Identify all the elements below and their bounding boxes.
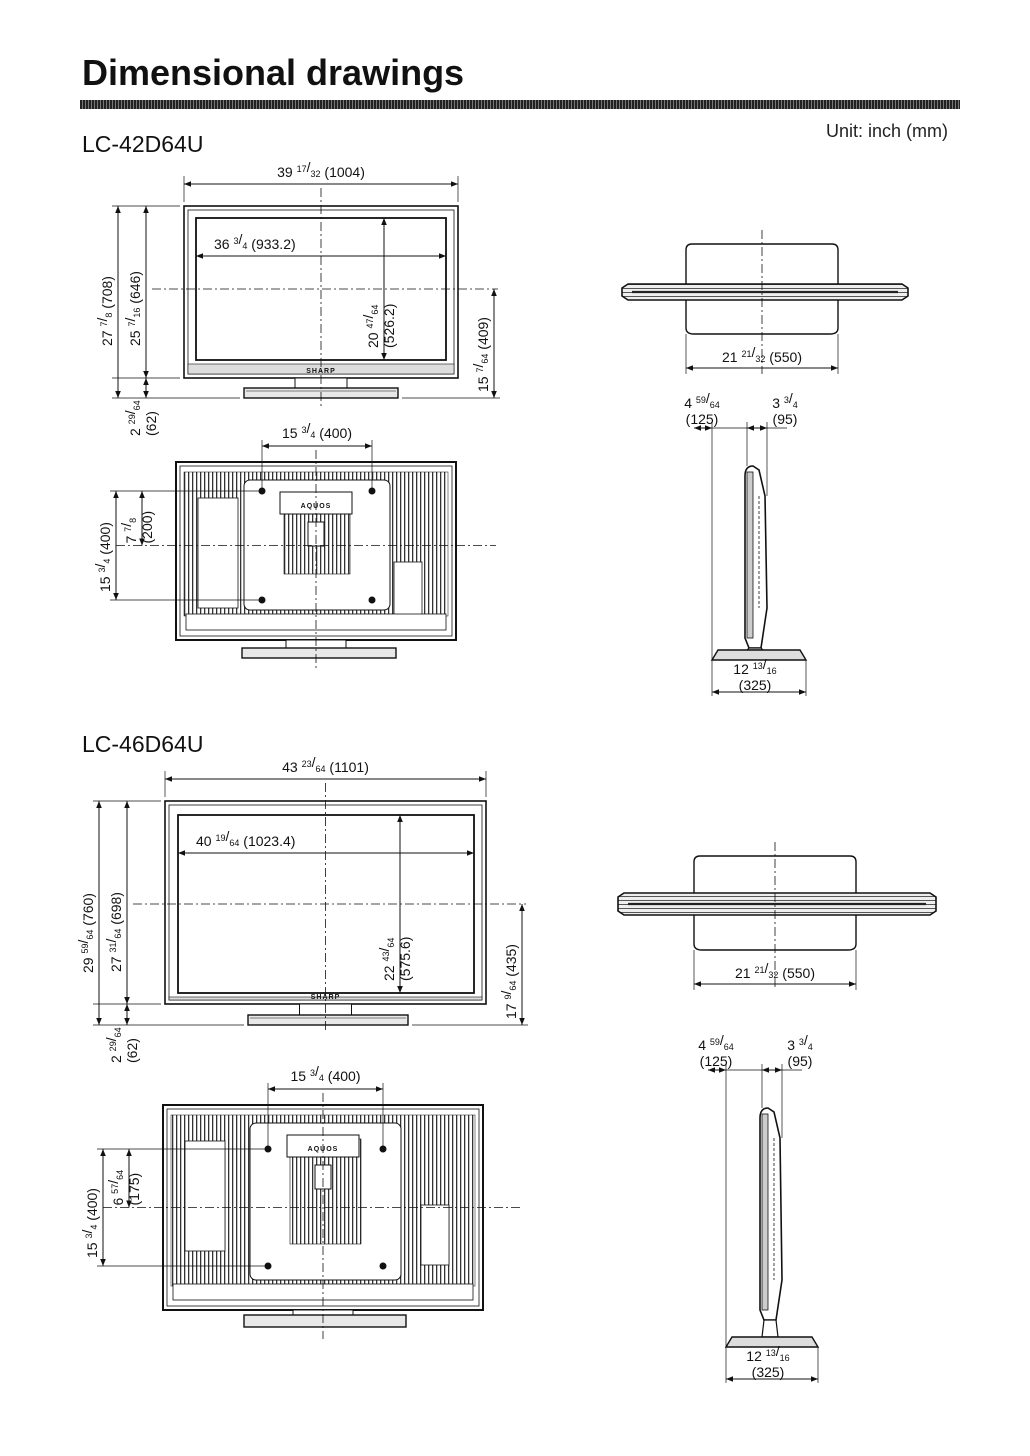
overall-width-label: 43 23/64 (1101) xyxy=(282,754,369,775)
front-depth-label-mm: (125) xyxy=(686,411,719,427)
stand-height-label-mm: (62) xyxy=(143,411,159,436)
model-2-drawings: SHARP 43 23/64 (1101) 40 19/64 (1023.4) 22 … xyxy=(75,754,937,1383)
panel-depth-label: 3 3/4 xyxy=(772,390,798,411)
stand-depth-label: 12 13/16 xyxy=(733,656,776,677)
top-view: 21 21/32 (550) xyxy=(621,230,909,374)
title-rule xyxy=(80,100,960,109)
front-view: SHARP 39 17/32 (1004) 36 3/4 (933.2) 20 47/… xyxy=(94,159,500,436)
panel-depth-label: 3 3/4 xyxy=(787,1032,813,1053)
overall-width-label: 39 17/32 (1004) xyxy=(277,159,365,180)
vesa-offset-label: 6 57/64 xyxy=(105,1170,126,1206)
side-view: 4 59/64(125) 3 3/4(95) 12 13/16(325) xyxy=(684,390,808,696)
terminal-panel xyxy=(197,497,239,609)
vesa-width-label: 15 3/4 (400) xyxy=(291,1063,361,1084)
panel-height-label: 25 7/16 (646) xyxy=(122,271,143,346)
model-name-1: LC-42D64U xyxy=(82,131,204,157)
screen-height-label: 20 47/64 xyxy=(360,305,381,348)
center-height-label: 15 7/64 (409) xyxy=(470,317,491,392)
top-view: 21 21/32 (550) xyxy=(617,842,937,990)
vesa-offset-label-mm: (175) xyxy=(126,1173,142,1206)
front-view: SHARP 43 23/64 (1101) 40 19/64 (1023.4) 22 … xyxy=(75,754,528,1063)
stand-height-label-mm: (62) xyxy=(124,1038,140,1063)
rear-inner xyxy=(179,465,453,637)
panel-depth-label-mm: (95) xyxy=(773,411,798,427)
screen-height-label-mm: (526.2) xyxy=(381,304,397,348)
side-stand-base xyxy=(710,649,808,661)
stand-width-label: 21 21/32 (550) xyxy=(722,344,802,365)
vesa-width-label: 15 3/4 (400) xyxy=(282,420,352,441)
overall-height-label: 27 7/8 (708) xyxy=(94,276,115,346)
side-terminal xyxy=(420,1204,450,1266)
brand-text: AQUOS xyxy=(301,503,332,510)
center-height-label: 17 9/64 (435) xyxy=(498,944,519,1019)
stand-base xyxy=(241,647,397,659)
stand-height-label: 2 29/64 xyxy=(122,400,143,436)
front-depth-label: 4 59/64 xyxy=(698,1032,734,1053)
screen-width-label: 40 19/64 (1023.4) xyxy=(196,828,295,849)
side-panel-face xyxy=(746,471,754,639)
front-depth-label: 4 59/64 xyxy=(684,390,720,411)
page-title: Dimensional drawings xyxy=(82,52,465,93)
vesa-height-label: 15 3/4 (400) xyxy=(92,522,113,592)
panel-height-label: 27 31/64 (698) xyxy=(103,892,124,972)
side-terminal xyxy=(393,561,423,623)
vesa-hole xyxy=(368,596,376,604)
stand-base xyxy=(247,1014,409,1026)
vesa-offset-label: 7 7/8 xyxy=(118,518,139,544)
panel-depth-label-mm: (95) xyxy=(788,1053,813,1069)
vesa-offset-label-mm: (200) xyxy=(139,511,155,544)
terminal-panel xyxy=(184,1140,226,1252)
brand-text: AQUOS xyxy=(308,1146,339,1153)
unit-label: Unit: inch (mm) xyxy=(826,121,949,141)
screen-width-label: 36 3/4 (933.2) xyxy=(214,231,296,252)
stand-depth-label-mm: (325) xyxy=(752,1364,785,1380)
model-name-2: LC-46D64U xyxy=(82,731,204,757)
overall-height-label: 29 59/64 (760) xyxy=(75,893,96,973)
side-panel-face xyxy=(761,1113,769,1311)
model-1-drawings: SHARP 39 17/32 (1004) 36 3/4 (933.2) 20 47/… xyxy=(92,159,909,696)
side-stand-base xyxy=(724,1336,820,1348)
stand-width-label: 21 21/32 (550) xyxy=(735,960,815,981)
vesa-height-label: 15 3/4 (400) xyxy=(79,1188,100,1258)
logo-text: SHARP xyxy=(311,994,341,1001)
front-depth-label-mm: (125) xyxy=(700,1053,733,1069)
side-stand-neck xyxy=(761,1319,779,1338)
side-view: 4 59/64(125) 3 3/4(95) 12 13/16(325) xyxy=(698,1032,820,1383)
logo-text: SHARP xyxy=(306,368,336,375)
stand-base xyxy=(243,1314,407,1328)
vesa-hole xyxy=(379,1262,387,1270)
screen-height-label-mm: (575.6) xyxy=(397,937,413,981)
stand-height-label: 2 29/64 xyxy=(103,1027,124,1063)
stand-depth-label: 12 13/16 xyxy=(746,1343,789,1364)
stand-depth-label-mm: (325) xyxy=(739,677,772,693)
screen-height-label: 22 43/64 xyxy=(376,938,397,981)
